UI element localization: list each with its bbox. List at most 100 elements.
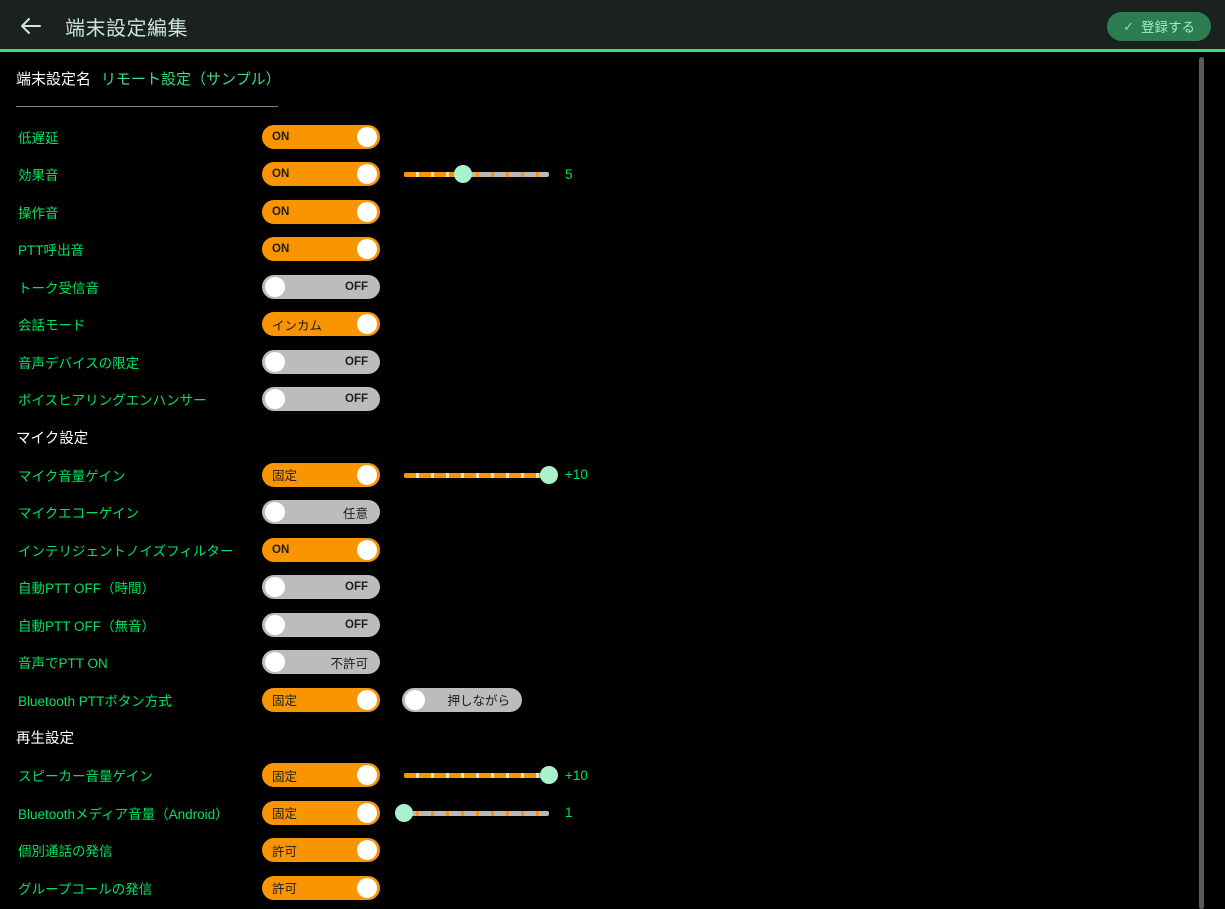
slider-fill-ticks	[404, 773, 549, 779]
toggle-label: 固定	[272, 694, 298, 709]
toggle-knob	[265, 389, 285, 410]
toggle-label: 固定	[272, 769, 298, 784]
toggle-switch[interactable]: OFF	[262, 575, 380, 600]
toggle-switch[interactable]: 固定	[262, 462, 380, 487]
vertical-scrollbar[interactable]	[1199, 52, 1204, 909]
settings-name-line: 端末設定名 リモート設定（サンプル）	[16, 68, 1225, 89]
slider-value-text: +10	[565, 467, 588, 483]
slider-value-text: +10	[565, 767, 588, 783]
slider-thumb[interactable]	[540, 766, 558, 785]
slider-fill	[404, 172, 464, 178]
volume-slider[interactable]	[404, 764, 558, 786]
setting-row-label: 音声でPTT ON	[18, 656, 108, 672]
setting-row-label: PTT呼出音	[18, 243, 84, 259]
toggle-switch[interactable]: ON	[262, 199, 380, 224]
toggle-knob	[357, 464, 377, 485]
back-button[interactable]	[14, 9, 48, 43]
volume-slider[interactable]	[404, 163, 549, 185]
toggle-switch[interactable]: 許可	[262, 838, 380, 863]
toggle-label: 許可	[272, 882, 298, 897]
toggle-switch[interactable]: OFF	[262, 274, 380, 299]
toggle-label: インカム	[272, 318, 323, 333]
toggle-switch[interactable]: OFF	[262, 349, 380, 374]
toggle-switch[interactable]: OFF	[262, 387, 380, 412]
slider-fill-ticks	[404, 472, 549, 478]
register-button-label: 登録する	[1141, 20, 1195, 35]
volume-slider[interactable]	[404, 464, 558, 486]
toggle-knob	[357, 314, 377, 335]
toggle-label: 固定	[272, 469, 298, 484]
toggle-knob	[265, 502, 285, 523]
toggle-label: ON	[272, 543, 290, 556]
settings-name-underline	[16, 106, 278, 107]
toggle-switch[interactable]: OFF	[262, 612, 380, 637]
toggle-knob	[357, 802, 377, 823]
toggle-knob	[357, 164, 377, 185]
toggle-knob	[357, 689, 377, 710]
setting-row-label: 効果音	[18, 168, 59, 184]
setting-row: 会話モード インカム	[0, 306, 1225, 344]
settings-name-label: 端末設定名	[16, 71, 92, 88]
setting-row: 個別通話の発信 許可	[0, 832, 1225, 870]
toggle-switch[interactable]: 固定	[262, 687, 380, 712]
toggle-switch[interactable]: 任意	[262, 500, 380, 525]
slider-thumb[interactable]	[540, 465, 558, 484]
slider-fill	[404, 773, 549, 779]
toggle-switch[interactable]: ON	[262, 537, 380, 562]
toggle-switch-secondary[interactable]: 押しながら	[402, 687, 522, 712]
slider-value-text: 5	[565, 166, 573, 182]
setting-row: 低遅延 ON	[0, 118, 1225, 156]
toggle-switch[interactable]: 不許可	[262, 650, 380, 675]
toggle-knob	[357, 126, 377, 147]
toggle-label: 許可	[272, 844, 298, 859]
toggle-label: OFF	[345, 618, 368, 631]
section-header: 再生設定	[16, 731, 74, 747]
app-header: 端末設定編集 ✓ 登録する	[0, 0, 1225, 52]
setting-row-label: Bluetoothメディア音量（Android）	[18, 806, 229, 822]
slider-track	[404, 810, 549, 816]
setting-row-label: グループコールの発信	[18, 881, 153, 897]
scrollbar-thumb[interactable]	[1199, 57, 1204, 909]
toggle-switch[interactable]: インカム	[262, 312, 380, 337]
toggle-label: ON	[272, 205, 290, 218]
register-button[interactable]: ✓ 登録する	[1107, 11, 1211, 41]
settings-scroll-area: 端末設定名 リモート設定（サンプル） 低遅延 ON 効果音 ON 5 操作音 ON PTT呼出…	[0, 52, 1225, 909]
setting-row-label: ボイスヒアリングエンハンサー	[18, 393, 207, 409]
page-title: 端末設定編集	[65, 17, 188, 40]
setting-row: ボイスヒアリングエンハンサー OFF	[0, 381, 1225, 419]
toggle-switch[interactable]: 許可	[262, 875, 380, 900]
setting-row: スピーカー音量ゲイン 固定 +10	[0, 757, 1225, 795]
volume-slider[interactable]	[395, 802, 549, 824]
setting-row-label: 操作音	[18, 205, 59, 221]
toggle-label: ON	[272, 168, 290, 181]
slider-track-ticks	[404, 172, 549, 178]
setting-row-label: 会話モード	[18, 318, 86, 334]
setting-row-label: 低遅延	[18, 130, 59, 146]
toggle-switch[interactable]: ON	[262, 124, 380, 149]
toggle-label: 固定	[272, 807, 298, 822]
setting-row: マイク音量ゲイン固定+10	[0, 456, 1225, 494]
toggle-switch[interactable]: ON	[262, 237, 380, 262]
setting-row-label: 音声デバイスの限定	[18, 355, 140, 371]
toggle-label: OFF	[345, 581, 368, 594]
setting-row-label: スピーカー音量ゲイン	[18, 769, 153, 785]
slider-thumb[interactable]	[454, 165, 473, 184]
setting-row: 操作音 ON	[0, 193, 1225, 231]
toggle-switch[interactable]: 固定	[262, 800, 380, 825]
toggle-label: OFF	[345, 393, 368, 406]
secondary-toggle-wrap: 押しながら	[402, 687, 522, 712]
slider-thumb[interactable]	[395, 803, 413, 822]
settings-name-value[interactable]: リモート設定（サンプル）	[101, 71, 281, 88]
setting-row-label: 自動PTT OFF（無音）	[18, 618, 155, 634]
toggle-switch[interactable]: 固定	[262, 763, 380, 788]
slider-fill	[404, 472, 549, 478]
arrow-left-icon	[19, 16, 43, 36]
setting-row-label: 個別通話の発信	[18, 844, 113, 860]
toggle-switch[interactable]: ON	[262, 162, 380, 187]
settings-name-block: 端末設定名 リモート設定（サンプル）	[0, 52, 1225, 107]
toggle-knob	[357, 239, 377, 260]
toggle-knob	[357, 877, 377, 898]
setting-row: 自動PTT OFF（無音） OFF	[0, 606, 1225, 644]
